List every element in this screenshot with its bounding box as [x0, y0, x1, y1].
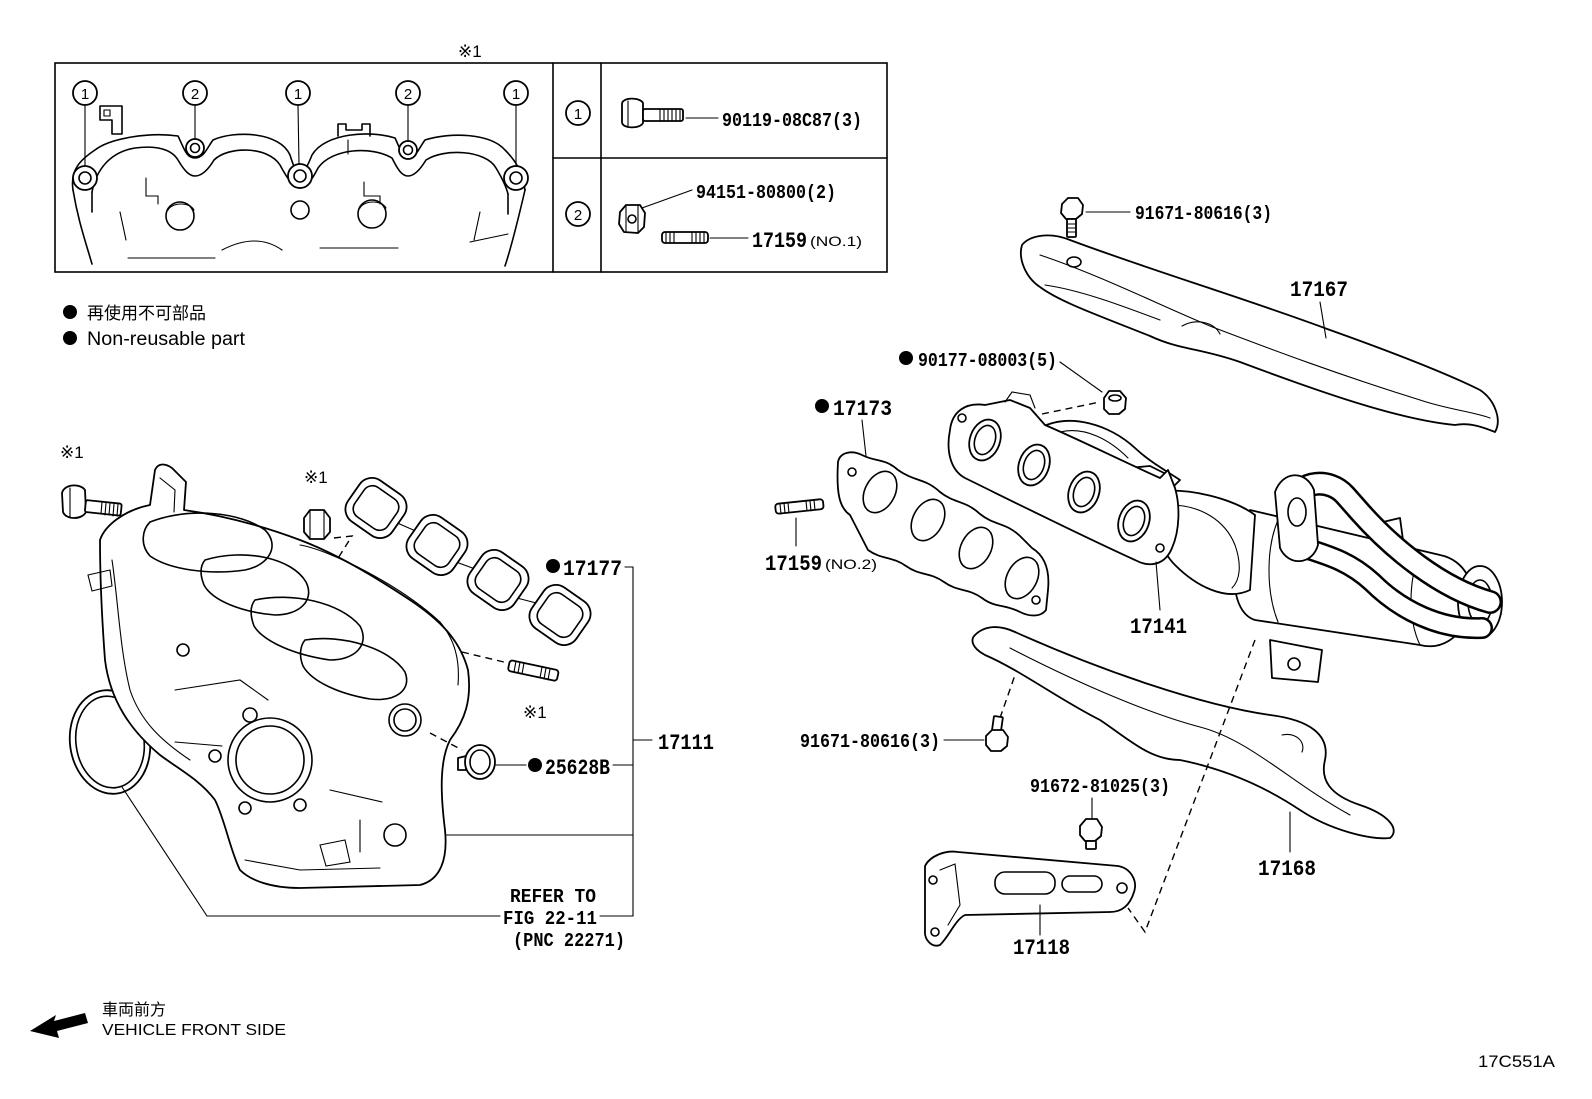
front-direction-arrow-icon — [30, 1013, 88, 1038]
row-index-circle — [565, 100, 591, 126]
leader-line — [1319, 301, 1327, 339]
non-reusable-bullet — [528, 758, 542, 772]
manifold-nut: 90177-08003(5) — [899, 350, 1127, 415]
callout-number: 1 — [512, 86, 520, 103]
small-gasket: 25628B — [429, 732, 610, 781]
legend: 再使用不可部品 Non-reusable part — [63, 303, 246, 350]
part-number: 17167 — [1290, 278, 1348, 303]
leader-line — [641, 189, 693, 209]
non-reusable-bullet — [546, 559, 560, 573]
part-note: (NO.2) — [825, 556, 877, 572]
lower-heat-insulator: 17168 — [971, 626, 1395, 882]
row-index: 2 — [574, 207, 582, 224]
bracket-bolt: 91672-81025(3) — [1030, 776, 1170, 850]
assembly-dashed-line — [461, 651, 509, 664]
reference-note: REFER TO FIG 22-11 (PNC 22271) — [503, 886, 625, 952]
exhaust-manifold-gasket: 17173 — [815, 397, 1050, 617]
leader-line — [861, 419, 867, 457]
part-number: 17141 — [1130, 615, 1187, 640]
non-reusable-bullet — [815, 399, 829, 413]
callout-bolt-1: 1 — [72, 80, 98, 167]
part-number: 17168 — [1258, 857, 1316, 882]
assembly-dashed-line — [1041, 401, 1101, 415]
vehicle-front-indicator: 車両前方 VEHICLE FRONT SIDE — [30, 1000, 286, 1039]
detail-view-frame — [54, 62, 888, 273]
reference-line-1: REFER TO — [510, 886, 596, 908]
legend-text-en: Non-reusable part — [87, 329, 246, 350]
bolt-icon — [621, 97, 684, 129]
reference-line-2: FIG 22-11 — [503, 908, 597, 930]
callout-bolt-3: 1 — [503, 80, 529, 167]
stud-mark: ※1 — [523, 703, 547, 722]
part-number: 91671-80616(3) — [1135, 203, 1272, 225]
part-number: 90177-08003(5) — [918, 350, 1057, 372]
lower-insulator-bolt: 91671-80616(3) — [800, 674, 1016, 753]
flange-sketch — [71, 105, 529, 267]
reference-line-3: (PNC 22271) — [513, 930, 625, 952]
leader-line — [1155, 561, 1161, 611]
stud-icon — [661, 231, 709, 244]
manifold-bolt: ※1 — [60, 443, 123, 519]
manifold-stud: ※1 — [461, 651, 560, 722]
part-number: 17159 — [752, 229, 807, 254]
callout-number: 1 — [81, 86, 89, 103]
bolt-mark: ※1 — [60, 443, 84, 462]
intake-manifold — [87, 463, 470, 889]
callout-bolt-2: 1 — [285, 80, 311, 165]
assembly-dashed-line — [999, 674, 1016, 719]
direction-text-ja: 車両前方 — [102, 1000, 166, 1019]
row-index-circle — [565, 201, 591, 227]
detail-row-1: 1 90119-08C87(3) — [565, 97, 862, 132]
detail-view: ※1 — [54, 42, 888, 273]
leader-line — [1059, 361, 1103, 393]
callout-number: 2 — [191, 86, 199, 103]
part-number: 91671-80616(3) — [800, 731, 940, 753]
upper-insulator-bolt: 91671-80616(3) — [1060, 197, 1272, 238]
assembly-dashed-line — [1127, 639, 1256, 934]
callout-number: 1 — [294, 86, 302, 103]
detail-row-2: 2 94151-80800(2) 17159 (NO.1) — [565, 182, 862, 254]
exhaust-manifold-converter: 17141 — [947, 391, 1503, 683]
non-reusable-bullet — [63, 331, 77, 345]
part-number: 17111 — [658, 731, 714, 756]
part-number: 17177 — [563, 557, 622, 582]
exhaust-assembly: 91671-80616(3) 17167 90177-08003(5) 1717… — [765, 197, 1503, 961]
part-number: 94151-80800(2) — [696, 182, 836, 204]
part-number: 17118 — [1013, 936, 1070, 961]
intake-assembly: ※1 ※1 — [60, 443, 714, 952]
upper-heat-insulator: 17167 — [1020, 234, 1499, 433]
assembly-dashed-line — [429, 732, 463, 751]
manifold-label-bracket: 17111 — [444, 566, 714, 917]
nut-icon — [618, 204, 646, 234]
part-number: 17159 — [765, 552, 822, 577]
manifold-bracket: 17118 — [924, 639, 1256, 961]
part-note: (NO.1) — [810, 233, 862, 249]
callout-number: 2 — [404, 86, 412, 103]
row-index: 1 — [574, 106, 582, 123]
detail-view-mark: ※1 — [458, 42, 482, 61]
callout-stud-2: 2 — [395, 80, 421, 142]
nut-mark: ※1 — [304, 468, 328, 487]
part-number: 17173 — [833, 397, 892, 422]
part-number: 25628B — [545, 756, 610, 781]
legend-text-ja: 再使用不可部品 — [87, 303, 206, 324]
intake-port-gasket: 17177 — [344, 477, 622, 646]
part-number: 90119-08C87(3) — [722, 110, 862, 132]
direction-text-en: VEHICLE FRONT SIDE — [102, 1022, 286, 1039]
reference-leader — [121, 786, 501, 917]
callout-stud-1: 2 — [182, 80, 208, 140]
non-reusable-bullet — [899, 351, 913, 365]
non-reusable-bullet — [63, 305, 77, 319]
part-number: 91672-81025(3) — [1030, 776, 1170, 798]
sheet-code: 17C551A — [1478, 1052, 1556, 1071]
exhaust-stud: 17159 (NO.2) — [765, 498, 877, 577]
